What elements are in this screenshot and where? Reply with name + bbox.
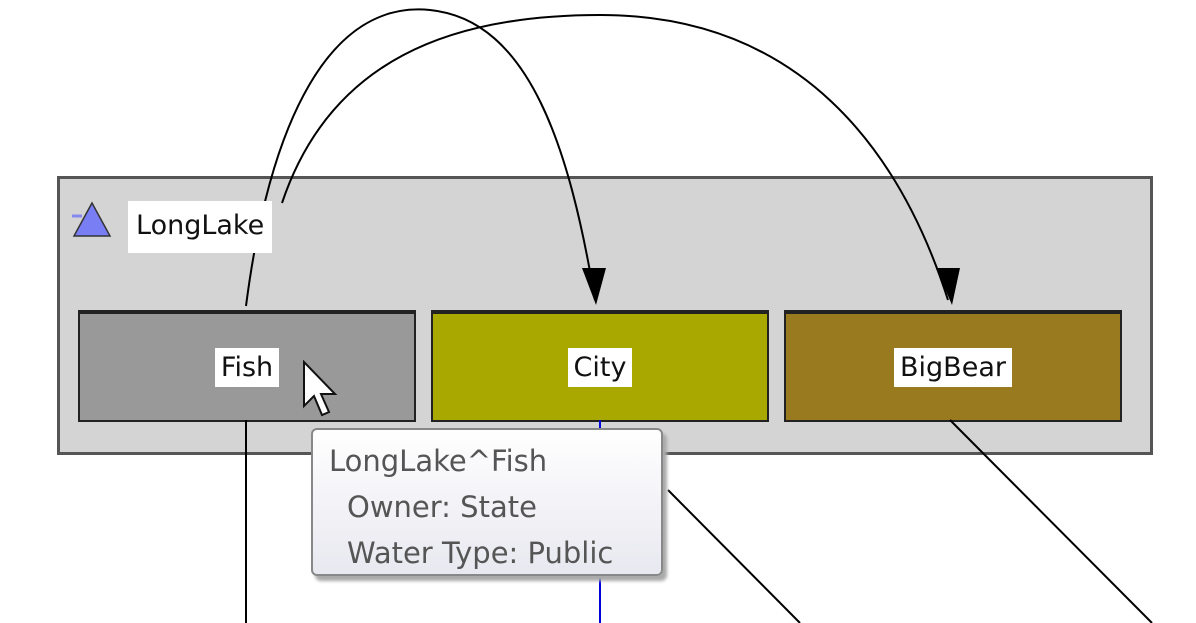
node-label: Fish [214, 347, 280, 387]
node-label: BigBear [894, 347, 1012, 387]
tooltip-water-type: Water Type: Public [347, 536, 614, 570]
node-label: City [567, 347, 633, 387]
node-fish[interactable]: Fish [78, 310, 416, 422]
group-label: LongLake [128, 201, 273, 253]
tooltip-owner: Owner: State [347, 490, 537, 524]
edge-city-diagonal [667, 489, 801, 623]
mouse-cursor-icon [303, 360, 338, 417]
tooltip-title: LongLake^Fish [329, 444, 548, 478]
tooltip: LongLake^Fish Owner: State Water Type: P… [311, 428, 663, 576]
triangle-icon [72, 201, 112, 237]
node-city[interactable]: City [431, 310, 769, 422]
node-bigbear[interactable]: BigBear [784, 310, 1122, 422]
